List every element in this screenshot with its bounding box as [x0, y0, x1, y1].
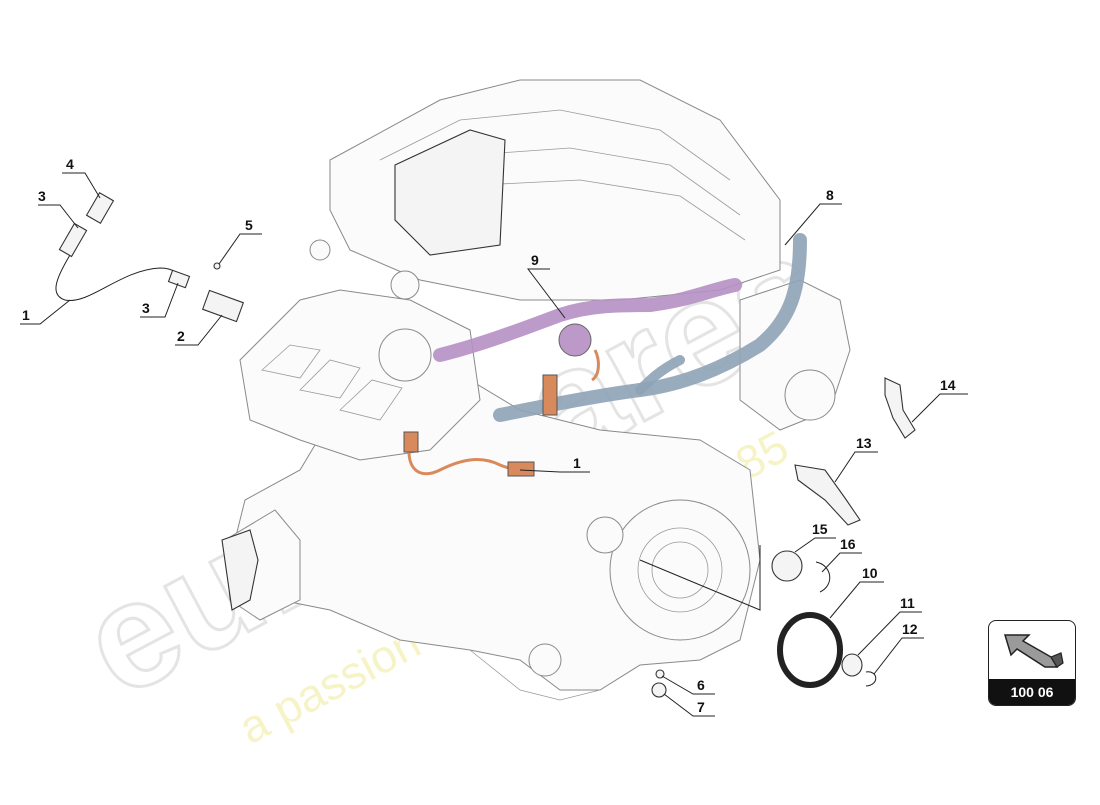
sensor-2 — [201, 289, 245, 323]
reference-page-button[interactable]: 100 06 — [988, 620, 1076, 706]
leader-15 — [794, 537, 836, 553]
leader-16 — [821, 552, 862, 573]
bracket-14 — [884, 377, 916, 439]
leader-6 — [661, 675, 715, 695]
callout-10: 10 — [862, 565, 878, 581]
callout-14: 14 — [940, 377, 956, 393]
lower-pulley — [528, 643, 562, 677]
turbo-inlet — [221, 529, 259, 611]
flywheel-inner — [637, 527, 723, 613]
bushing-11 — [841, 653, 863, 677]
leader-14 — [911, 393, 968, 423]
leader-8 — [784, 203, 842, 246]
leader-lines — [20, 172, 968, 717]
callout-11: 11 — [900, 595, 915, 611]
flywheel-housing — [609, 499, 751, 641]
callout-9: 9 — [531, 252, 539, 268]
leader-13 — [834, 451, 878, 483]
coolant-hose-purple — [433, 278, 742, 362]
callout-3-seal: 3 — [142, 300, 150, 316]
loose-seal-parts — [651, 377, 916, 698]
callout-7: 7 — [697, 699, 705, 715]
hose-junction — [558, 323, 592, 357]
callout-15: 15 — [812, 521, 828, 537]
callout-1-sensor-cable: 1 — [22, 307, 30, 323]
oil-pan-edge — [469, 649, 601, 701]
leader-4 — [62, 172, 101, 199]
callout-16: 16 — [840, 536, 856, 552]
oil-filter-cap — [378, 328, 432, 382]
callout-13: 13 — [856, 435, 872, 451]
reference-page-label: 100 06 — [989, 679, 1075, 705]
leader-seal-group — [639, 545, 761, 611]
leader-1a — [20, 299, 71, 325]
callout-8: 8 — [826, 187, 834, 203]
sensor-port — [586, 516, 624, 554]
callout-12: 12 — [902, 621, 918, 637]
sensor-upper-wire — [591, 349, 600, 382]
leader-2 — [175, 314, 223, 346]
callout-6: 6 — [697, 677, 705, 693]
circlip-12 — [865, 671, 877, 687]
crankshaft-seal-10 — [777, 612, 843, 688]
leader-3a — [38, 204, 79, 229]
leader-7 — [663, 693, 715, 717]
callout-3-cable-end: 3 — [38, 188, 46, 204]
callout-4: 4 — [66, 156, 74, 172]
bolt-5 — [213, 262, 221, 270]
coolant-hose-blue-branch — [635, 355, 685, 395]
left-bank-coils — [261, 344, 403, 421]
connector-4 — [85, 191, 115, 225]
filler-cap — [390, 270, 420, 300]
o-ring-15 — [771, 550, 803, 582]
sensor-cable — [55, 254, 186, 301]
flywheel-hub — [651, 541, 709, 599]
left-cylinder-bank — [239, 289, 481, 461]
leader-5 — [218, 233, 262, 265]
circlip-16 — [815, 561, 831, 593]
manifold-ridge-1 — [379, 109, 731, 181]
right-pulley — [784, 369, 836, 421]
sensor-body-installed — [507, 461, 535, 477]
sensor-connector-installed — [403, 431, 419, 453]
cable-end-3 — [58, 222, 88, 258]
callout-labels: 1 3 4 3 2 5 1 9 8 14 13 15 16 10 11 12 6… — [22, 156, 956, 715]
bracket-hole — [309, 239, 331, 261]
callout-2: 2 — [177, 328, 185, 344]
leader-11 — [857, 611, 922, 656]
bracket-13 — [794, 464, 861, 526]
callout-5: 5 — [245, 217, 253, 233]
plug-7 — [651, 682, 667, 698]
coolant-hose-blue — [493, 233, 807, 422]
callout-1-installed: 1 — [573, 455, 581, 471]
loose-sensor-assembly — [55, 191, 245, 323]
sensor-upper — [542, 374, 558, 416]
leader-9 — [526, 268, 566, 319]
leader-1b — [519, 469, 590, 473]
leader-12 — [873, 637, 924, 675]
seal-ring-3 — [167, 269, 191, 289]
manifold-window — [394, 129, 506, 256]
arrow-icon — [1003, 634, 1064, 668]
engine-block — [221, 79, 851, 701]
leader-10 — [829, 581, 884, 619]
leader-3b — [140, 282, 179, 318]
